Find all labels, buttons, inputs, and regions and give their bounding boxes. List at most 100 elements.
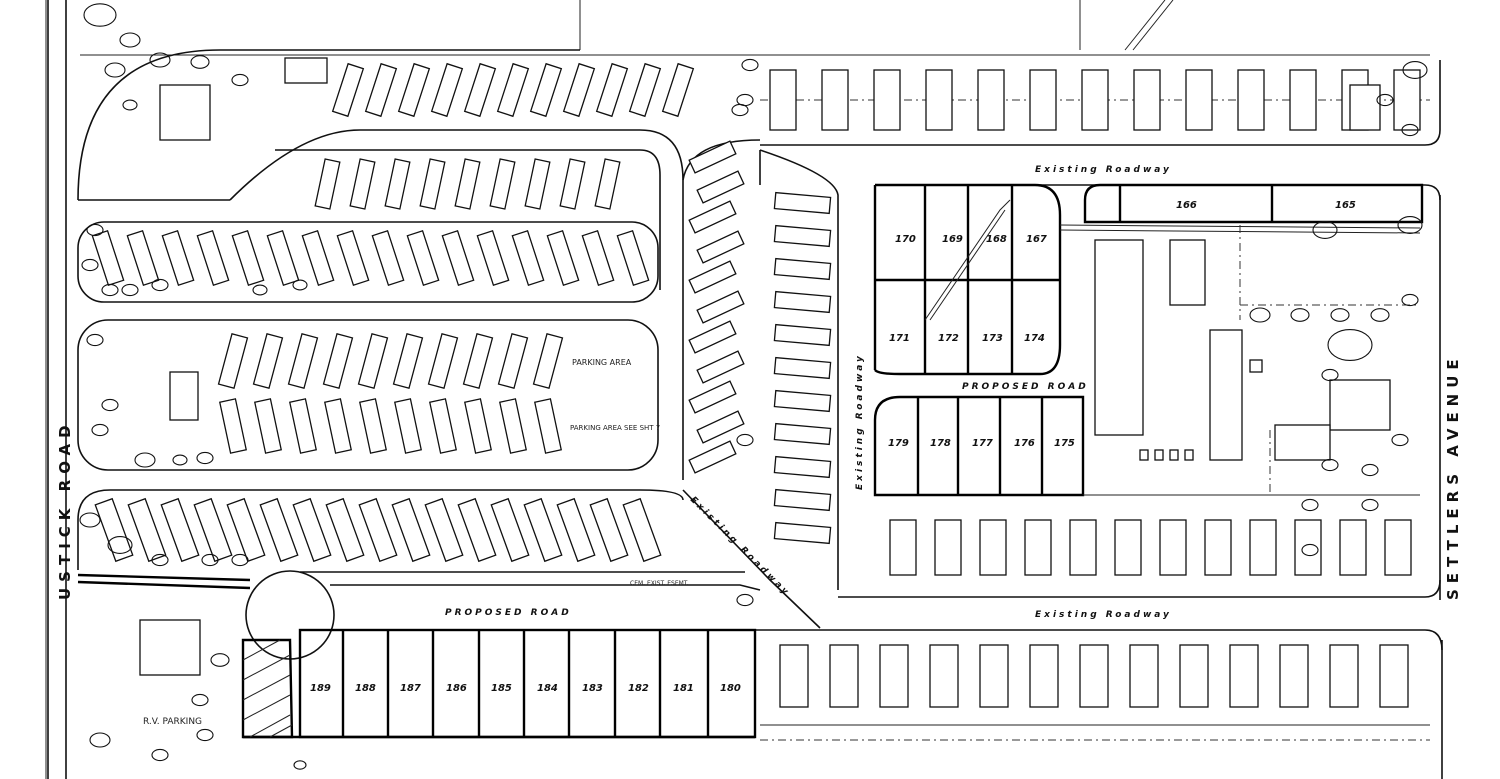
tree-canopy: [1370, 308, 1390, 322]
home-footprint: [1349, 84, 1381, 131]
home-footprint: [779, 644, 809, 708]
home-footprint: [91, 229, 125, 287]
home-footprint: [253, 398, 283, 454]
home-footprint: [1159, 519, 1187, 576]
home-footprint: [773, 455, 832, 479]
parking-area-2-label: PARKING AREA SEE SHT 7: [570, 424, 660, 432]
home-footprint: [126, 229, 160, 287]
home-footprint: [323, 398, 353, 454]
home-footprint: [1069, 519, 1097, 576]
lot-187-label: 187: [400, 683, 421, 694]
home-footprint: [489, 158, 516, 210]
home-footprint: [424, 497, 464, 563]
tree-canopy: [91, 423, 109, 437]
tree-canopy: [196, 451, 214, 465]
home-footprint: [532, 333, 564, 389]
tree-canopy: [292, 279, 308, 291]
home-footprint: [821, 69, 849, 131]
home-footprint: [556, 497, 596, 563]
existing-roadway-bottom-label: Existing Roadway: [1035, 610, 1172, 620]
home-footprint: [511, 229, 545, 287]
tree-canopy: [1301, 498, 1319, 512]
home-footprint: [252, 333, 284, 389]
ustick-road-label: USTICK ROAD: [56, 419, 74, 600]
tree-canopy: [107, 536, 133, 554]
home-footprint: [889, 519, 917, 576]
tree-canopy: [81, 258, 99, 272]
lot-174-label: 174: [1024, 333, 1045, 344]
home-footprint: [773, 323, 832, 347]
tree-canopy: [231, 73, 249, 87]
home-footprint: [325, 497, 365, 563]
tree-canopy: [151, 278, 169, 292]
home-footprint: [127, 497, 167, 563]
tree-canopy: [741, 58, 759, 72]
home-footprint: [331, 62, 365, 118]
existing-roadway-vertical-label: Existing Roadway: [855, 353, 865, 490]
home-footprint: [358, 398, 388, 454]
home-footprint: [529, 62, 563, 118]
existing-roadway-diagonal-label: Existing Roadway: [688, 495, 792, 599]
home-footprint: [259, 497, 299, 563]
home-footprint: [696, 350, 745, 384]
lot-181-label: 181: [673, 683, 694, 694]
tree-canopy: [731, 103, 749, 117]
tree-canopy: [149, 52, 171, 68]
home-footprint: [1204, 519, 1232, 576]
tree-canopy: [1321, 458, 1339, 472]
home-footprint: [1339, 519, 1367, 576]
tree-canopy: [1397, 216, 1423, 234]
lot-183-label: 183: [582, 683, 603, 694]
home-footprint: [1289, 69, 1317, 131]
ustick-road-edges: [45, 0, 67, 779]
home-footprint: [1024, 519, 1052, 576]
tree-canopy: [736, 593, 754, 607]
home-footprint: [616, 229, 650, 287]
home-footprint: [266, 229, 300, 287]
tree-canopy: [122, 99, 138, 111]
lot-165-label: 165: [1335, 200, 1356, 211]
home-footprint: [428, 398, 458, 454]
home-footprint: [496, 62, 530, 118]
lot-184-label: 184: [537, 683, 558, 694]
home-footprint: [169, 371, 199, 421]
tree-canopy: [736, 433, 754, 447]
home-footprint: [925, 69, 953, 131]
rv-parking-area: [241, 638, 294, 739]
home-footprint: [581, 229, 615, 287]
lot-169-label: 169: [942, 234, 963, 245]
home-footprint: [393, 398, 423, 454]
tree-canopy: [1327, 329, 1373, 361]
home-footprint: [1079, 644, 1109, 708]
lot-177-label: 177: [972, 438, 993, 449]
home-footprint: [934, 519, 962, 576]
lot-166-label: 166: [1176, 200, 1197, 211]
rv-parking-label: R.V. PARKING: [143, 717, 202, 727]
lot-167-label: 167: [1026, 234, 1047, 245]
home-footprint: [1029, 69, 1057, 131]
home-footprint: [594, 158, 621, 210]
home-footprint: [1229, 644, 1259, 708]
home-footprint: [696, 170, 745, 204]
home-footprint: [406, 229, 440, 287]
lot-179-label: 179: [888, 438, 909, 449]
lot-173-label: 173: [982, 333, 1003, 344]
lot-182-label: 182: [628, 683, 649, 694]
home-footprint: [160, 497, 200, 563]
home-footprint: [349, 158, 376, 210]
park-block-upper: [77, 49, 684, 570]
tree-canopy: [1401, 123, 1419, 137]
lot-188-label: 188: [355, 683, 376, 694]
tree-canopy: [1321, 368, 1339, 382]
home-footprint: [589, 497, 629, 563]
home-footprint: [769, 69, 797, 131]
home-footprint: [595, 62, 629, 118]
tree-canopy: [196, 728, 214, 742]
lot-176-label: 176: [1014, 438, 1035, 449]
lot-170-label: 170: [895, 234, 916, 245]
tree-canopy: [191, 693, 209, 707]
home-footprint: [357, 333, 389, 389]
home-footprint: [288, 398, 318, 454]
home-footprint: [773, 191, 832, 215]
home-footprint: [979, 644, 1009, 708]
